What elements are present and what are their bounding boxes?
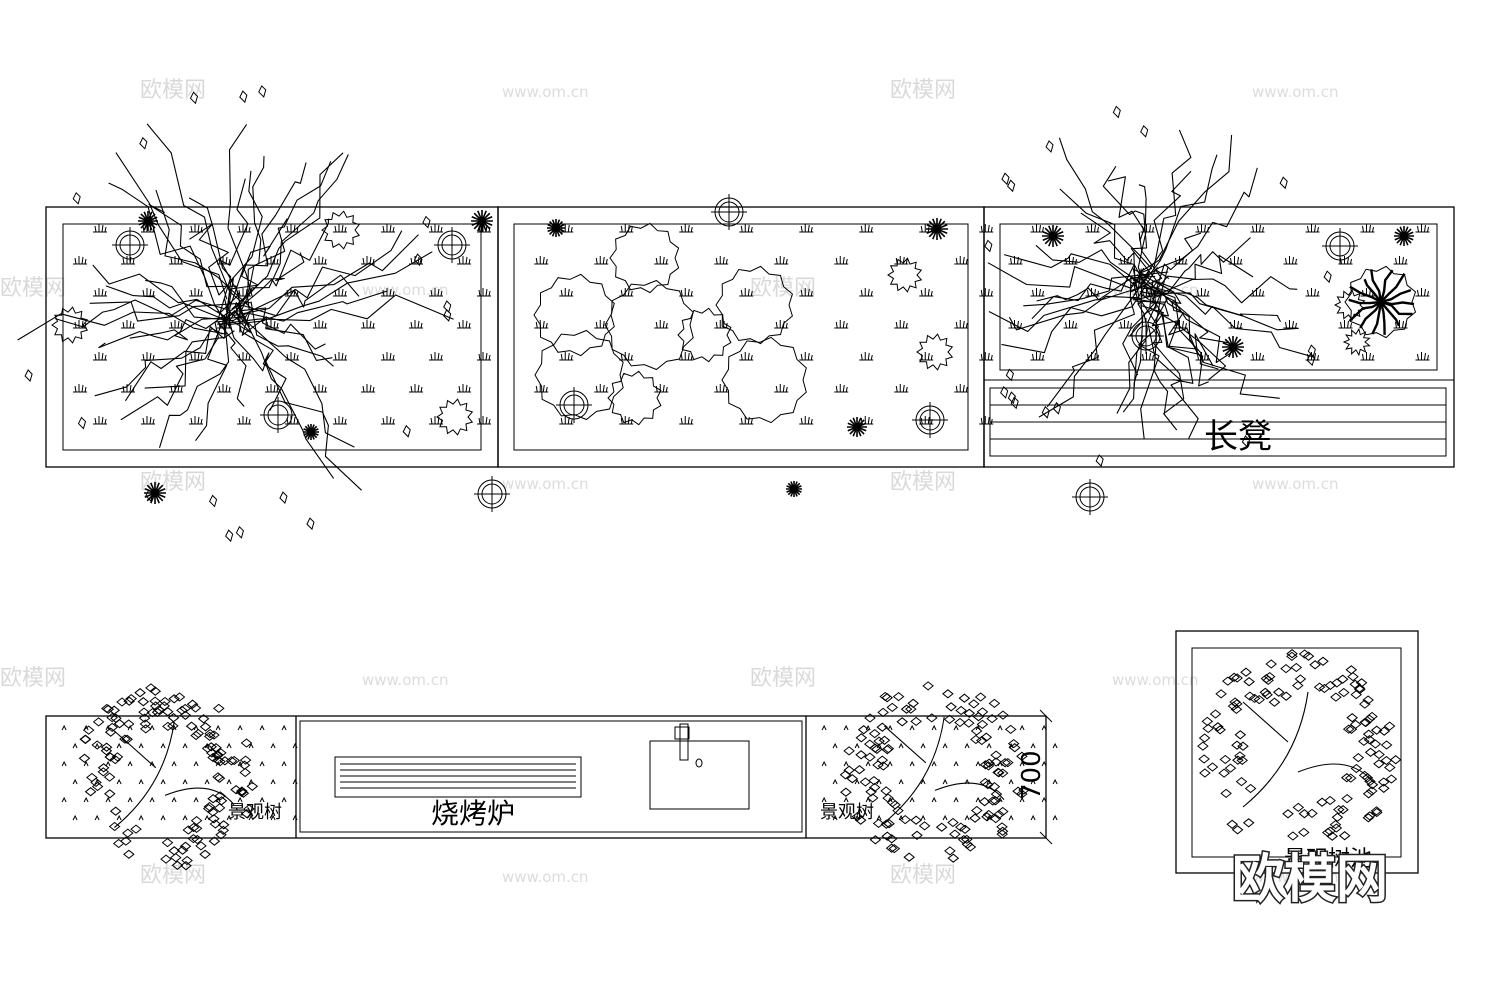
tree-pool-label: 景观树池	[1284, 847, 1372, 872]
bottom-plan: 烧烤炉 700 景观树 景观树	[45, 681, 1058, 871]
watermark-text: www.om.cn	[362, 671, 449, 689]
round-shrub-icons	[51, 210, 1371, 436]
bbq-label: 烧烤炉	[431, 797, 515, 830]
watermark-text: 欧模网	[0, 276, 66, 301]
tree-pool-tree-icon	[1197, 649, 1402, 841]
bbq-grill-icon	[334, 756, 582, 798]
landscape-tree-right-icon	[839, 681, 1030, 863]
dimension-mark	[1039, 709, 1053, 845]
watermark-text: www.om.cn	[502, 475, 589, 493]
tree-right-label: 景观树	[820, 802, 874, 823]
watermark-layer: 欧模网 www.om.cn 欧模网 www.om.cn 欧模网 www.om.cn 欧模网 w…	[0, 78, 1339, 888]
spiky-tree-icon	[1344, 265, 1417, 339]
bench-label: 长凳	[1204, 417, 1272, 457]
large-tree-left-icon	[17, 85, 454, 543]
watermark-text: 欧模网	[890, 78, 956, 103]
watermark-text: 欧模网	[890, 470, 956, 495]
tree-pool: 景观树池	[1175, 630, 1419, 874]
grass-pattern-bottom	[61, 724, 1058, 821]
bench	[989, 387, 1447, 457]
watermark-text: 欧模网	[140, 78, 206, 103]
watermark-text: 欧模网	[750, 666, 816, 691]
large-tree-right-icon	[984, 105, 1332, 467]
watermark-text: www.om.cn	[1252, 83, 1339, 101]
watermark-text: www.om.cn	[1252, 475, 1339, 493]
watermark-text: 欧模网	[140, 863, 206, 888]
bbq-counter	[299, 720, 803, 833]
top-plan: 长凳	[17, 85, 1455, 543]
brand-logo: 欧模网	[1232, 850, 1388, 910]
bbq-section-outer	[45, 715, 1047, 839]
shrub-cluster-icon	[533, 222, 807, 426]
middle-planter-frame	[497, 206, 985, 468]
middle-planter-inner	[513, 223, 969, 451]
star-plant-icons	[138, 210, 1414, 504]
watermark-text: 欧模网	[750, 276, 816, 301]
watermark-text: www.om.cn	[1112, 671, 1199, 689]
watermark-text: 欧模网	[890, 863, 956, 888]
lamp-marker-icons	[112, 194, 1358, 515]
left-planter-inner	[62, 223, 482, 451]
watermark-text: 欧模网	[0, 666, 66, 691]
tree-left-label: 景观树	[228, 802, 282, 823]
sink-icon	[649, 723, 750, 810]
landscape-tree-left-icon	[78, 683, 259, 871]
watermark-text: www.om.cn	[502, 868, 589, 886]
watermark-text: www.om.cn	[502, 83, 589, 101]
right-planter-frame	[983, 206, 1455, 468]
